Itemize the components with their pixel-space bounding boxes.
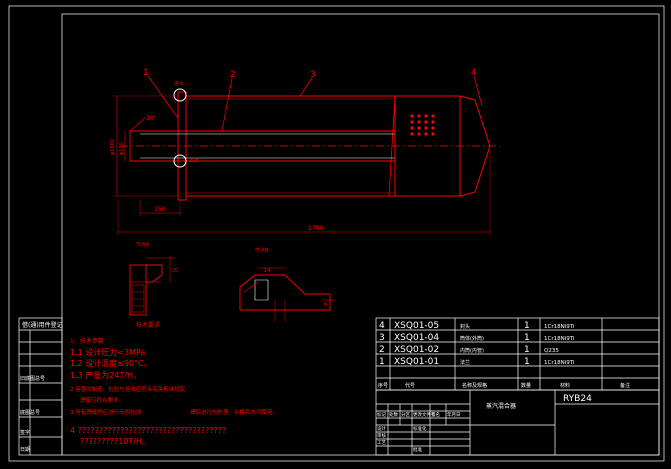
callout-4: 4 [471, 68, 477, 78]
main-vessel-view[interactable]: 进水 出水 1 2 3 4 30° φ1000 φ100 150 1700 [110, 68, 500, 236]
technical-notes: 1、技术参数 1.1 设计压力<3MPa 1.2 设计温度≤90°C。 1.3 … [70, 337, 278, 446]
note-2b: 焊接应符合要求。 [80, 396, 124, 404]
dim-offset: 150 [154, 206, 166, 213]
side-stamp-sign: 签字 [20, 429, 30, 436]
detail-a-dim: 20 [172, 268, 178, 274]
note-1-1: 1.1 设计压力<3MPa [70, 347, 145, 357]
note-1-2: 1.2 设计温度≤90°C。 [70, 358, 152, 368]
detail-b-label: 节点B [255, 248, 269, 254]
svg-text:XSQ01-05: XSQ01-05 [394, 321, 439, 331]
detail-b[interactable]: 节点B 14 6 [239, 248, 335, 322]
svg-text:材料: 材料 [560, 382, 570, 389]
dim-total: 1700 [308, 225, 323, 232]
note-1: 1、技术参数 [70, 337, 104, 345]
svg-text:标记: 标记 [377, 411, 386, 418]
svg-text:分区: 分区 [401, 411, 410, 418]
side-stamp-header: 借(通)用件登记 [22, 321, 63, 329]
svg-text:内筒(内管): 内筒(内管) [460, 347, 484, 354]
side-stamp-old-base: 旧底图总号 [20, 375, 45, 382]
note-3: 3 所有焊缝均应进行无损检测 [70, 408, 142, 416]
parts-table[interactable]: 4 XSQ01-05 封头 1 1Cr18Ni9Ti 3 XSQ01-04 筒体… [375, 317, 660, 391]
svg-text:XSQ01-04: XSQ01-04 [394, 333, 439, 343]
svg-text:1: 1 [524, 333, 530, 343]
side-stamp-table: 借(通)用件登记 旧底图总号 底图总号 签字 日期 [18, 317, 63, 456]
detail-b-dim: 14 [264, 268, 270, 274]
svg-text:1: 1 [524, 345, 530, 355]
note-2: 2 容器的制造、检验与验收应符合有关标准规定 [70, 385, 186, 393]
svg-text:批准: 批准 [413, 446, 422, 453]
detail-a-label: 节点A [136, 242, 150, 248]
svg-text:名称及规格: 名称及规格 [462, 382, 487, 389]
svg-text:备注: 备注 [620, 382, 630, 389]
parts-header-row: 序号 代号 名称及规格 数量 材料 备注 [378, 382, 630, 389]
note-4b: ?????????10T/H。 [80, 437, 150, 446]
svg-text:处数: 处数 [389, 411, 398, 418]
dim-left-short: φ100 [119, 142, 125, 155]
svg-text:标准化: 标准化 [413, 425, 427, 432]
nozzle-top[interactable] [173, 88, 187, 102]
callout-2: 2 [230, 70, 236, 80]
conical-head[interactable] [459, 95, 491, 197]
outer-frame [8, 5, 665, 462]
parts-row-3[interactable]: 3 XSQ01-04 筒体(外筒) 1 1Cr18Ni9Ti [379, 333, 575, 343]
callout-3: 3 [310, 70, 316, 80]
svg-text:数量: 数量 [521, 382, 531, 389]
svg-text:1Cr18Ni9Ti: 1Cr18Ni9Ti [544, 360, 575, 366]
svg-text:Q235: Q235 [544, 348, 559, 354]
left-flange[interactable] [177, 91, 187, 201]
svg-text:工艺: 工艺 [377, 440, 386, 446]
svg-text:序号: 序号 [378, 382, 388, 389]
svg-text:1: 1 [379, 357, 385, 367]
svg-text:更改文件号: 更改文件号 [413, 411, 436, 418]
detail-b-dim-right: 6 [324, 302, 327, 308]
note-4: 4 ??????????????????????????????????? [70, 426, 226, 435]
svg-text:签名: 签名 [431, 411, 440, 418]
svg-text:1Cr18Ni9Ti: 1Cr18Ni9Ti [544, 324, 575, 330]
nozzle-bottom-label: 出水 [189, 157, 199, 164]
parts-row-4[interactable]: 4 XSQ01-05 封头 1 1Cr18Ni9Ti [379, 321, 575, 331]
detail-a-caption: 技术要求 [136, 321, 160, 329]
nozzle-top-label: 进水 [174, 80, 184, 87]
svg-text:审核: 审核 [377, 432, 386, 439]
svg-text:设计: 设计 [377, 425, 386, 432]
svg-text:筒体(外筒): 筒体(外筒) [460, 335, 484, 342]
side-stamp-base: 底图总号 [20, 409, 40, 416]
svg-text:年月日: 年月日 [447, 411, 461, 418]
parts-row-2[interactable]: 2 XSQ01-02 内筒(内管) 1 Q235 [379, 345, 559, 355]
svg-text:XSQ01-02: XSQ01-02 [394, 345, 439, 355]
svg-text:代号: 代号 [405, 382, 415, 389]
svg-text:1Cr18Ni9Ti: 1Cr18Ni9Ti [544, 336, 575, 342]
svg-text:4: 4 [379, 321, 385, 331]
dim-left-height: φ1000 [110, 139, 116, 155]
svg-text:2: 2 [379, 345, 385, 355]
svg-text:3: 3 [379, 333, 385, 343]
shell-cylinder[interactable] [394, 95, 461, 197]
svg-text:法兰: 法兰 [460, 359, 470, 366]
side-stamp-date: 日期 [20, 447, 30, 453]
svg-text:1: 1 [524, 357, 530, 367]
dim-angle: 30° [146, 115, 157, 122]
drawing-title: 蒸汽混合器 [486, 402, 516, 410]
parts-row-1[interactable]: 1 XSQ01-01 法兰 1 1Cr18Ni9Ti [379, 357, 575, 367]
perforation-pattern [410, 114, 435, 136]
inner-frame [61, 13, 660, 456]
svg-text:封头: 封头 [460, 323, 470, 330]
title-block[interactable]: 标记 处数 分区 更改文件号 签名 年月日 设计 标准化 审核 工艺 批准 蒸汽… [375, 389, 660, 456]
callout-1: 1 [143, 68, 149, 78]
nozzle-bottom[interactable] [173, 154, 187, 168]
note-1-3: 1.3 产量为24T/H。 [70, 370, 141, 380]
detail-a[interactable]: 节点A 20 技术要求 [129, 242, 178, 329]
svg-text:1: 1 [524, 321, 530, 331]
note-3b: 焊后进行热处理，合格后方可使用。 [190, 408, 278, 416]
svg-text:XSQ01-01: XSQ01-01 [394, 357, 439, 367]
drawing-number: RYB24 [563, 394, 592, 404]
